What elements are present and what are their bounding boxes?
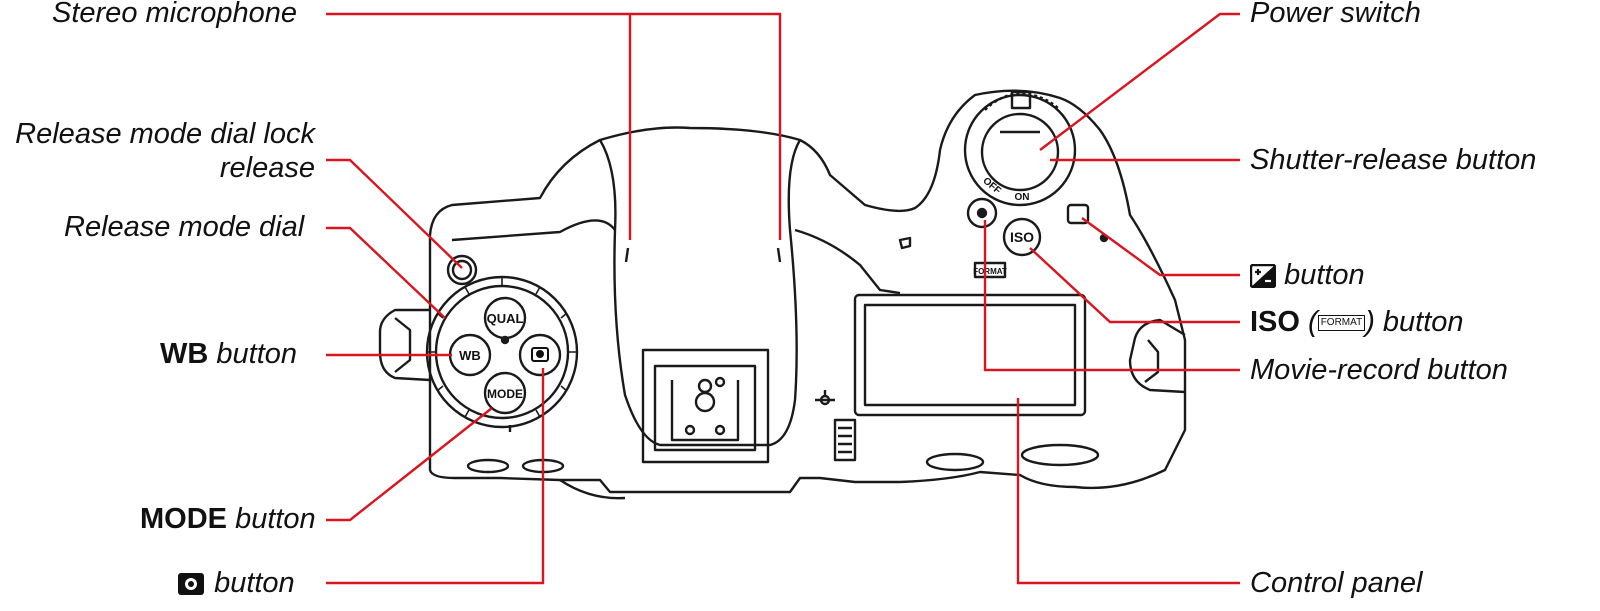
iso-paren-close: ) (1365, 306, 1375, 338)
leader-release-lock (326, 158, 463, 269)
leader-control-panel (1016, 398, 1240, 585)
metering-icon (178, 573, 204, 596)
iso-format-icon: FORMAT (1317, 315, 1366, 332)
marking-wb: WB (459, 348, 481, 363)
leader-release-dial (326, 226, 446, 319)
metering-marking-icon (531, 347, 549, 362)
mode-suffix: button (235, 503, 316, 535)
label-shutter-release: Shutter-release button (1250, 144, 1537, 176)
exposure-compensation-icon (1250, 264, 1276, 289)
label-wb-button: WB button (160, 337, 297, 371)
leader-lines (326, 12, 1240, 585)
label-release-dial: Release mode dial (64, 211, 305, 243)
leader-power (1039, 12, 1240, 151)
exposure-suffix: button (1284, 259, 1365, 291)
leader-metering (326, 368, 545, 585)
label-mode-button: MODE button (140, 502, 316, 536)
dial-ridges (427, 277, 577, 418)
label-release-lock-line2: release (219, 152, 315, 184)
label-release-lock-line1: Release mode dial lock (15, 118, 315, 150)
leader-stereo-mic (326, 12, 782, 240)
leader-exposure (1081, 217, 1240, 277)
marking-qual: QUAL (487, 311, 524, 326)
marking-format: FORMAT (973, 267, 1007, 276)
label-control-panel: Control panel (1250, 567, 1423, 599)
label-release-lock: Release mode dial lock release (0, 117, 315, 185)
iso-paren-open: ( (1308, 306, 1318, 338)
marking-off: OFF (980, 175, 1002, 196)
label-iso-button: ISO (FORMAT) button (1250, 305, 1464, 339)
mode-key: MODE (140, 503, 227, 535)
iso-key: ISO (1250, 306, 1300, 338)
leader-mode (326, 407, 493, 522)
metering-suffix: button (214, 567, 295, 599)
label-stereo-microphone: Stereo microphone (52, 0, 298, 29)
camera-body (378, 89, 1187, 500)
leader-movie (983, 220, 1240, 372)
label-power-switch: Power switch (1250, 0, 1421, 29)
marking-on: ON (1015, 192, 1030, 203)
wb-suffix: button (216, 338, 298, 370)
iso-suffix: button (1382, 306, 1464, 338)
label-exposure-button: button (1250, 258, 1365, 292)
marking-mode: MODE (487, 387, 523, 401)
marking-iso: ISO (1010, 229, 1034, 245)
leader-iso (1029, 247, 1240, 324)
wb-key: WB (160, 338, 209, 370)
label-metering-button: button (176, 566, 295, 600)
label-movie-record: Movie-record button (1250, 354, 1508, 386)
